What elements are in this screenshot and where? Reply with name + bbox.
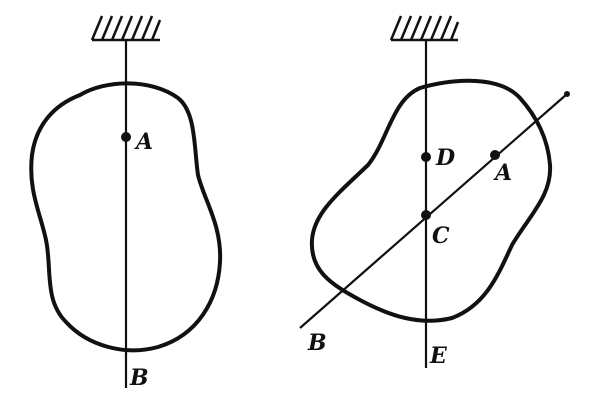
left-body-outline xyxy=(29,81,223,353)
right-figure: D A C B E xyxy=(299,15,570,369)
right-diagonal-end-dot xyxy=(564,91,570,97)
right-point-d xyxy=(421,152,431,162)
right-label-a: A xyxy=(493,160,512,186)
left-label-a: A xyxy=(134,129,153,155)
right-ceiling-support xyxy=(389,15,460,42)
right-label-e: E xyxy=(429,343,448,369)
right-point-a xyxy=(490,150,500,160)
left-label-b: B xyxy=(129,365,149,391)
right-diagonal-line xyxy=(299,93,568,329)
left-ceiling-support xyxy=(90,15,162,42)
left-figure: A B xyxy=(29,15,223,391)
right-label-b: B xyxy=(307,330,327,356)
left-point-a xyxy=(121,132,131,142)
right-body-outline xyxy=(309,78,553,323)
right-point-c xyxy=(421,210,431,220)
right-label-d: D xyxy=(435,145,455,171)
right-label-c: C xyxy=(432,223,450,249)
